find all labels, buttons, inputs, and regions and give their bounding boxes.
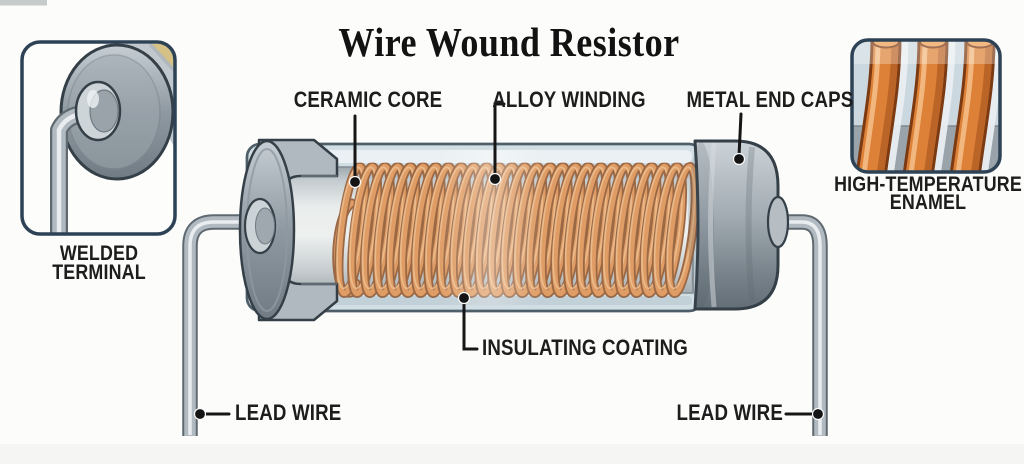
label-ceramic-core: CERAMIC CORE [293,87,443,112]
enamel-wire [902,40,956,172]
main-resistor [182,138,828,436]
metal-end-caps-dot [732,152,746,166]
label-metal-end-caps: METAL END CAPS [686,87,854,112]
alloy-winding-dot [488,172,502,186]
page-title: Wire Wound Resistor [338,19,680,65]
lead-wire-left [182,214,270,436]
resistor-body-glimpse [152,44,175,70]
label-high-temperature-enamel-line1: HIGH-TEMPERATURE [834,173,1022,196]
label-lead-wire-left: LEAD WIRE [235,400,342,425]
label-lead-wire-right: LEAD WIRE [676,400,783,425]
lead-wire-left-dot [193,407,207,421]
right-terminal-hub [766,195,790,249]
welded-terminal-inset [20,40,177,236]
enamel-inset-border [850,38,1002,174]
callout-leaders [204,102,815,416]
left-end-cap [238,138,339,322]
lead-wire-right-dot [811,407,825,421]
label-alloy-winding: ALLOY WINDING [492,87,646,112]
insulating-coating-dot [457,291,471,305]
insulating-coating-tube [245,142,704,313]
lead-wire-right [774,214,828,436]
enamel-inset [850,38,1002,174]
metal-end-caps-leader [737,112,743,158]
label-welded-terminal-line2: TERMINAL [52,261,146,284]
right-end-cap [688,139,790,311]
ceramic-core-dot [348,175,362,189]
label-high-temperature-enamel-line2: ENAMEL [889,191,967,214]
welded-terminal-illustration [50,42,175,234]
label-welded-terminal-line1: WELDED [59,242,139,265]
insulating-coating-leader [462,297,479,351]
welded-terminal-inset-border [20,40,177,236]
callout-dots [193,152,825,421]
alloy-winding-leader [493,102,506,179]
scan-artifact-top [0,0,47,6]
scan-artifact-bottom [0,444,1024,464]
enamel-wire [855,40,909,172]
label-insulating-coating: INSULATING COATING [482,335,688,360]
enamel-wires-illustration [852,40,1000,172]
